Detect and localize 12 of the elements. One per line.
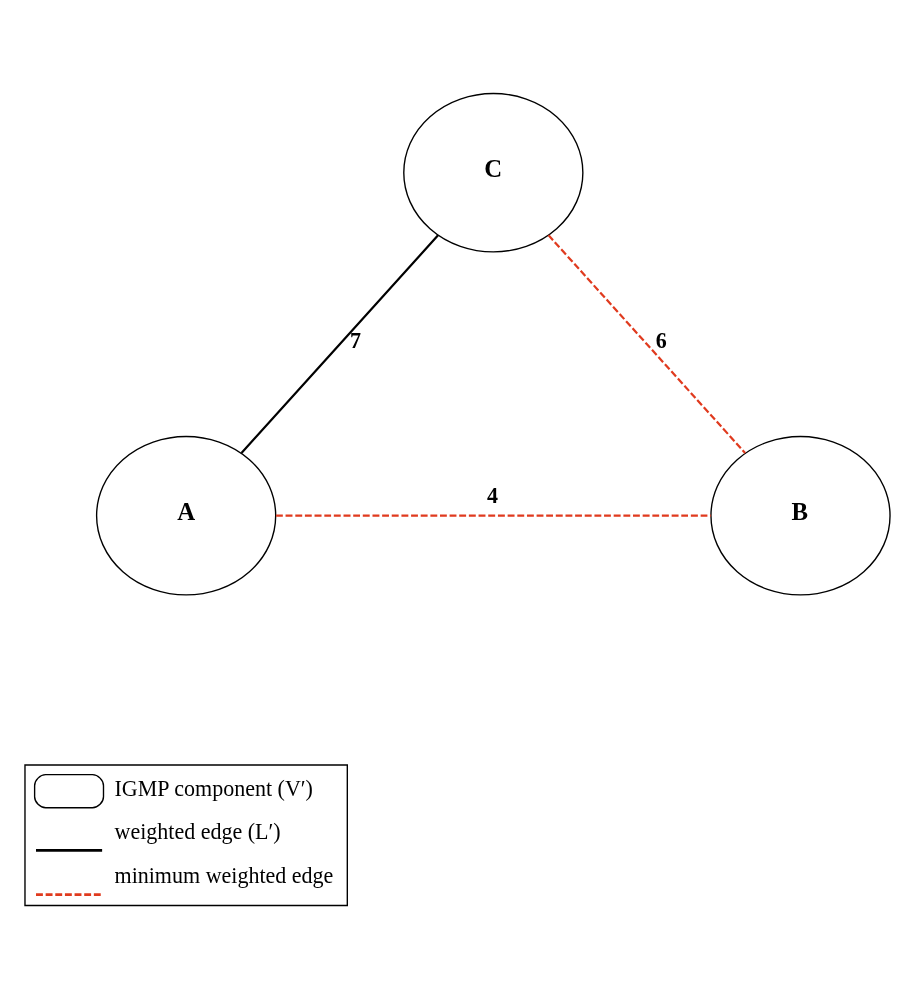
legend-label: minimum weighted edge bbox=[114, 863, 334, 889]
connector bbox=[240, 234, 439, 454]
legend-label: weighted edge (L′) bbox=[114, 819, 281, 845]
edge-label: 6 bbox=[655, 328, 667, 354]
node-ellipse: A bbox=[95, 435, 277, 596]
legend-label: IGMP component (V′) bbox=[114, 776, 313, 802]
node-ellipse: C bbox=[403, 92, 584, 253]
node-ellipse: B bbox=[710, 435, 891, 596]
edge-label: 7 bbox=[350, 328, 362, 354]
edge-label: 4 bbox=[487, 483, 499, 509]
connector bbox=[276, 514, 711, 517]
connector bbox=[547, 234, 746, 454]
